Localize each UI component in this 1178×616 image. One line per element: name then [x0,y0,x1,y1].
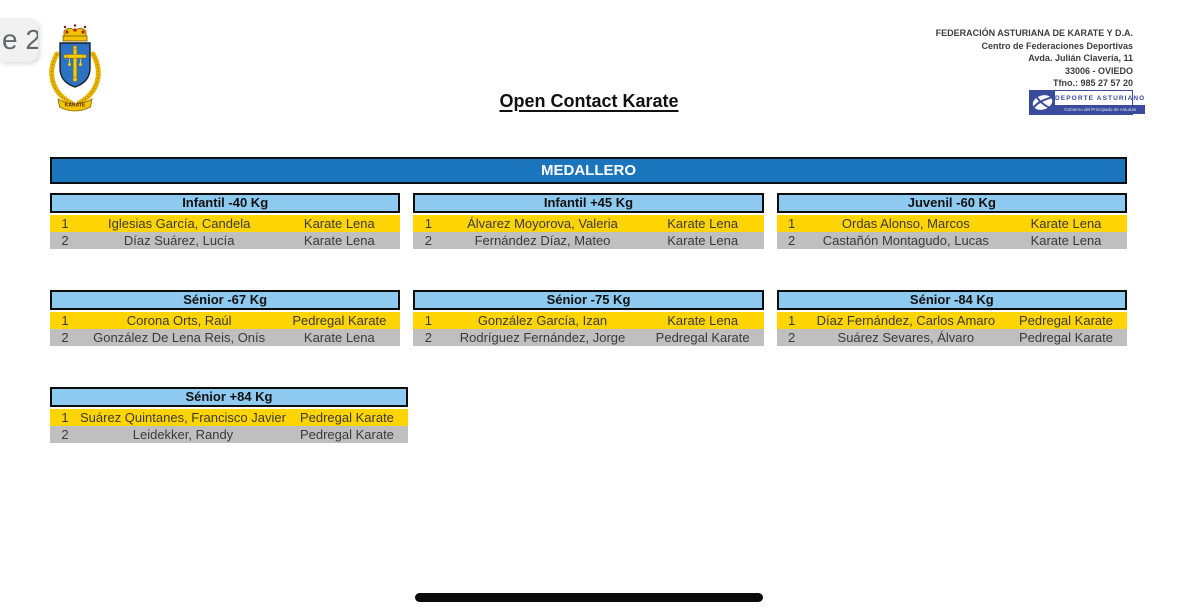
rank-cell: 2 [424,330,432,345]
result-row: 2 Rodríguez Fernández, Jorge Pedregal Kara… [413,329,764,346]
athlete-cell: González García, Izan [477,313,608,328]
athlete-cell: Iglesias García, Candela [107,216,251,231]
athlete-cell: González De Lena Reis, Onís [93,330,266,345]
category-header: Sénior -75 Kg [413,290,764,310]
rank-cell: 1 [788,313,796,328]
letterhead-address: FEDERACIÓN ASTURIANA DE KARATE Y D.A. Ce… [936,27,1133,90]
club-cell: Pedregal Karate [299,410,394,425]
category-table: Sénior -67 Kg 1 Corona Orts, Raúl Pedregal … [50,290,401,346]
result-row: 1 Álvarez Moyorova, Valeria Karate Lena [413,215,764,232]
rank-cell: 1 [61,216,69,231]
rank-cell: 1 [424,313,432,328]
category-table: Infantil -40 Kg 1 Iglesias García, Candela… [50,193,401,249]
rank-cell: 2 [61,427,69,442]
club-cell: Pedregal Karate [292,313,387,328]
club-cell: Karate Lena [303,216,375,231]
category-table: Infantil +45 Kg 1 Álvarez Moyorova, Valeri… [413,193,764,249]
result-row: 2 Leidekker, Randy Pedregal Karate [50,426,408,443]
bottom-divider-bar [415,593,763,602]
rank-cell: 1 [61,410,69,425]
letterhead-line: FEDERACIÓN ASTURIANA DE KARATE Y D.A. [935,28,1133,38]
sponsor-emblem-icon [1030,91,1055,114]
rank-cell: 1 [61,313,69,328]
result-row: 2 Fernández Díaz, Mateo Karate Lena [413,232,764,249]
athlete-cell: Castañón Montagudo, Lucas [822,233,989,248]
page-indicator-badge: e 2 [0,18,38,62]
federation-crest-logo: KARATE [42,22,108,114]
result-row: 1 González García, Izan Karate Lena [413,312,764,329]
result-row: 1 Corona Orts, Raúl Pedregal Karate [50,312,401,329]
letterhead-line: Centro de Federaciones Deportivas [981,40,1133,51]
athlete-cell: Suárez Sevares, Álvaro [837,330,975,345]
rank-cell: 2 [788,330,796,345]
rank-cell: 1 [788,216,796,231]
letterhead-line: 33006 - OVIEDO [1064,65,1133,76]
category-table: Sénior -75 Kg 1 González García, Izan Karat… [413,290,764,346]
category-row-3: Sénior +84 Kg 1 Suárez Quintanes, Francisc… [50,387,1127,443]
rank-cell: 2 [424,233,432,248]
page-indicator-label: e 2 [2,24,38,55]
sponsor-subtitle: Gobierno del Principado de Asturias [1055,105,1146,114]
crest-icon: KARATE [49,24,101,112]
athlete-cell: Ordas Alonso, Marcos [841,216,970,231]
rank-cell: 2 [788,233,796,248]
club-cell: Karate Lena [1030,216,1102,231]
athlete-cell: Díaz Fernández, Carlos Amaro [816,313,996,328]
athlete-cell: Díaz Suárez, Lucía [123,233,235,248]
result-row: 2 Díaz Suárez, Lucía Karate Lena [50,232,401,249]
result-row: 1 Ordas Alonso, Marcos Karate Lena [776,215,1127,232]
letterhead-line: Avda. Julián Clavería, 11 [1028,53,1133,64]
club-cell: Karate Lena [667,313,739,328]
club-cell: Karate Lena [667,233,739,248]
category-table: Sénior +84 Kg 1 Suárez Quintanes, Francisc… [50,387,408,443]
club-cell: Karate Lena [303,330,375,345]
category-header: Sénior +84 Kg [50,387,408,407]
athlete-cell: Álvarez Moyorova, Valeria [467,216,618,231]
category-header: Infantil -40 Kg [50,193,401,213]
category-header: Infantil +45 Kg [413,193,764,213]
letterhead-line: Tfno.: 985 27 57 20 [1052,78,1133,89]
result-row: 1 Iglesias García, Candela Karate Lena [50,215,401,232]
medallero-banner: MEDALLERO [50,157,1127,184]
result-row: 2 González De Lena Reis, Onís Karate Lena [50,329,401,346]
club-cell: Pedregal Karate [655,330,750,345]
club-cell: Pedregal Karate [299,427,394,442]
rank-cell: 2 [61,233,69,248]
athlete-cell: Rodríguez Fernández, Jorge [459,330,626,345]
athlete-cell: Suárez Quintanes, Francisco Javier [80,410,286,425]
rank-cell: 1 [424,216,432,231]
result-row: 2 Suárez Sevares, Álvaro Pedregal Karate [776,329,1127,346]
category-row-1: Infantil -40 Kg 1 Iglesias García, Candela… [50,193,1127,249]
result-row: 2 Castañón Montagudo, Lucas Karate Lena [776,232,1127,249]
result-row: 1 Suárez Quintanes, Francisco Javier Pedre… [50,409,408,426]
category-table: Sénior -84 Kg 1 Díaz Fernández, Carlos Ama… [776,290,1127,346]
athlete-cell: Leidekker, Randy [132,427,234,442]
deporte-asturiano-logo: DEPORTE ASTURIANO Gobierno del Principad… [1029,90,1146,115]
category-header: Sénior -67 Kg [50,290,401,310]
club-cell: Karate Lena [1030,233,1102,248]
club-cell: Karate Lena [667,216,739,231]
result-row: 1 Díaz Fernández, Carlos Amaro Pedregal Ka… [776,312,1127,329]
category-header: Juvenil -60 Kg [776,193,1127,213]
athlete-cell: Corona Orts, Raúl [126,313,232,328]
document-title: Open Contact Karate [499,91,679,111]
category-header: Sénior -84 Kg [776,290,1127,310]
crest-caption-text: KARATE [65,103,86,109]
club-cell: Karate Lena [303,233,375,248]
athlete-cell: Fernández Díaz, Mateo [474,233,611,248]
club-cell: Pedregal Karate [1019,330,1113,345]
club-cell: Pedregal Karate [1019,313,1113,328]
sponsor-title: DEPORTE ASTURIANO [1055,94,1146,102]
rank-cell: 2 [61,330,69,345]
